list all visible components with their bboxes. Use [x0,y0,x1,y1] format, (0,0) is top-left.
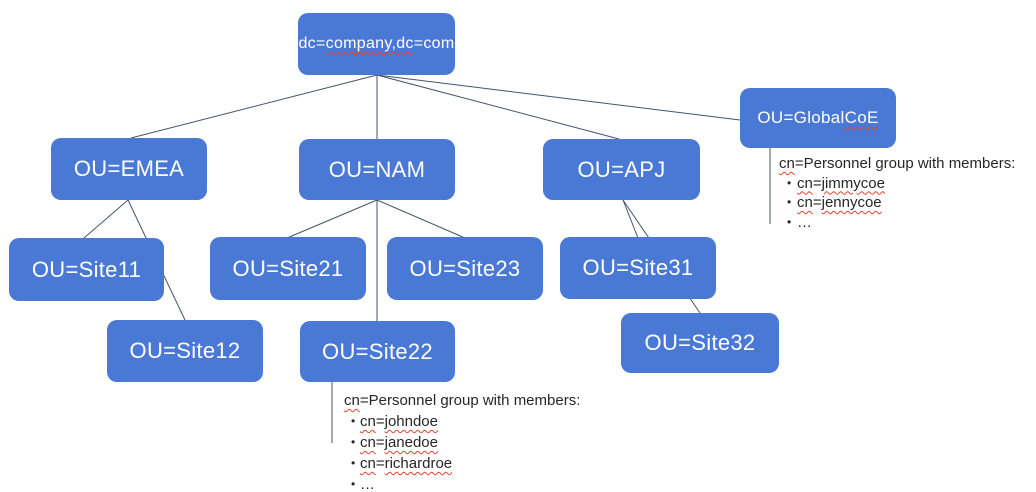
node-ou-site32: OU=Site32 [621,313,779,373]
connector-emea-site11 [83,199,129,239]
annotation-bullet-item: • cn=johndoe [344,411,580,432]
annotation-header-rest: =Personnel group with members: [794,155,1016,172]
member-entry: cn=jimmycoe [797,174,885,194]
node-label: OU=Site31 [582,255,694,280]
connector-root-emea [130,74,378,139]
member-cn: cn [797,174,813,192]
connector-root-apj [376,74,620,140]
annotation-bullet-item: • … [344,474,580,492]
member-entry: cn=janedoe [360,432,438,453]
connector-root-global-coe [376,74,741,121]
annotation-bullet-item: • cn=jimmycoe [779,174,1015,194]
bullet-icon: • [787,195,792,209]
node-label-part: OU=Global [757,108,845,127]
bullet-icon: • [351,456,356,470]
member-eq: = [812,194,822,211]
node-label: OU=Site12 [129,338,241,363]
annotation-header: cn=Personnel group with members: [344,390,580,411]
member-cn: cn [797,194,813,211]
node-label-part: =com [413,35,455,52]
node-ou-nam: OU=NAM [299,139,455,200]
node-label-part: dc= [298,35,326,52]
node-ou-emea: OU=EMEA [51,138,207,200]
member-eq: = [375,434,385,451]
member-name: jennycoe [821,194,882,211]
node-ou-site11: OU=Site11 [9,238,164,301]
annotation-header-rest: =Personnel group with members: [359,392,581,409]
node-ou-site12: OU=Site12 [107,320,263,382]
connector-nam-site23 [376,199,466,239]
member-name: janedoe [384,434,438,451]
bullet-icon: • [351,414,356,428]
member-entry: cn=jennycoe [797,193,882,213]
node-ou-global-coe: OU=Global CoE [740,88,896,148]
member-eq: = [812,174,822,192]
member-name: richardroe [384,455,453,472]
member-eq: = [375,455,385,472]
member-entry-ellipsis: … [797,213,812,231]
node-label: OU=Site22 [322,338,433,364]
node-label: OU=Site21 [232,255,344,281]
node-label-part-misspelled: CoE [844,108,879,127]
node-label: OU=Site23 [409,255,521,281]
node-ou-apj: OU=APJ [543,139,700,200]
node-ou-site21: OU=Site21 [210,237,366,300]
annotation-header: cn=Personnel group with members: [779,154,1015,174]
annotation-site22-personnel-group: cn=Personnel group with members: • cn=jo… [344,390,580,492]
node-root-dc: dc=company,dc=com [298,13,455,75]
bullet-icon: • [351,435,356,449]
annotation-bullet-item: • cn=jennycoe [779,193,1015,213]
annotation-bullet-item: • cn=janedoe [344,432,580,453]
connector-apj-site31 [622,199,639,239]
member-name: jimmycoe [821,174,885,192]
member-cn: cn [360,434,376,451]
annotation-global-coe-personnel-group: cn=Personnel group with members: • cn=ji… [779,154,1015,232]
annotation-bullet-item: • … [779,213,1015,233]
member-entry: cn=johndoe [360,411,438,432]
node-label: OU=Site11 [31,256,142,282]
bullet-icon: • [351,477,356,491]
node-label: OU=NAM [328,156,426,182]
member-eq: = [375,413,385,430]
bullet-icon: • [787,175,792,190]
node-ou-site23: OU=Site23 [387,237,543,300]
bullet-icon: • [787,214,792,229]
member-entry: cn=richardroe [360,453,452,474]
member-name: johndoe [384,413,438,430]
annotation-header-cn: cn [344,392,360,409]
node-ou-site22: OU=Site22 [300,321,455,382]
connector-nam-site21 [286,199,378,239]
member-cn: cn [360,455,376,472]
member-cn: cn [360,413,376,430]
annotation-bullet-item: • cn=richardroe [344,453,580,474]
node-label: OU=EMEA [73,156,185,181]
node-ou-site31: OU=Site31 [560,237,716,299]
node-label: OU=APJ [577,156,666,182]
node-label: OU=Site32 [644,330,756,355]
node-label-part-misspelled: company,dc [325,35,414,52]
member-entry-ellipsis: … [360,476,375,492]
annotation-header-cn: cn [779,155,795,172]
